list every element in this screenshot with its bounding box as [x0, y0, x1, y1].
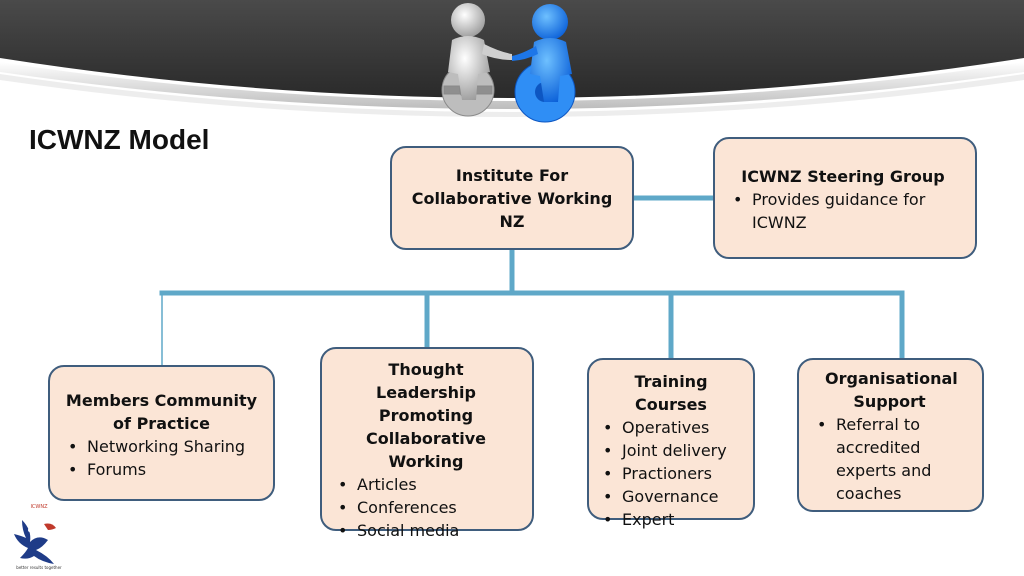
list-item: Governance	[597, 485, 745, 508]
node-training-list: Operatives Joint delivery Practioners Go…	[597, 416, 745, 531]
node-members-list: Networking Sharing Forums	[62, 435, 261, 481]
list-item: Operatives	[597, 416, 745, 439]
node-support-list: Referral to accredited experts and coach…	[811, 413, 968, 505]
node-organisational-support: Organisational Support Referral to accre…	[797, 358, 984, 512]
list-item: Referral to accredited experts and coach…	[811, 413, 968, 505]
node-training-courses: Training Courses Operatives Joint delive…	[587, 358, 755, 531]
node-thought-leadership: Thought Leadership Promoting Collaborati…	[320, 347, 534, 542]
list-item: Conferences	[332, 496, 520, 519]
node-thought-list: Articles Conferences Social media	[332, 473, 520, 542]
node-steering-list: Provides guidance for ICWNZ	[727, 188, 959, 234]
node-steering-title: ICWNZ Steering Group	[741, 167, 945, 186]
node-support-title: Organisational Support	[825, 369, 958, 411]
node-members: Members Community of Practice Networking…	[48, 365, 275, 501]
list-item: Provides guidance for ICWNZ	[727, 188, 959, 234]
list-item: Expert	[597, 508, 745, 531]
icwnz-logo: ICWNZ better results together	[14, 504, 62, 570]
node-members-title: Members Community of Practice	[65, 391, 258, 433]
list-item: Forums	[62, 458, 261, 481]
page-title: ICWNZ Model	[29, 124, 210, 155]
node-institute-title: Institute For Collaborative Working NZ	[411, 165, 613, 231]
node-institute: Institute For Collaborative Working NZ	[390, 146, 634, 250]
svg-text:ICWNZ: ICWNZ	[30, 504, 48, 510]
list-item: Networking Sharing	[62, 435, 261, 458]
list-item: Articles	[332, 473, 520, 496]
list-item: Social media	[332, 519, 520, 542]
node-steering-group: ICWNZ Steering Group Provides guidance f…	[713, 137, 977, 259]
header-banner	[0, 0, 1024, 123]
node-training-title: Training Courses	[634, 372, 708, 414]
node-thought-title: Thought Leadership Promoting Collaborati…	[365, 360, 487, 471]
handshake-figures-icon	[441, 3, 576, 123]
list-item: Practioners	[597, 462, 745, 485]
list-item: Joint delivery	[597, 439, 745, 462]
svg-text:better results together: better results together	[16, 565, 62, 570]
